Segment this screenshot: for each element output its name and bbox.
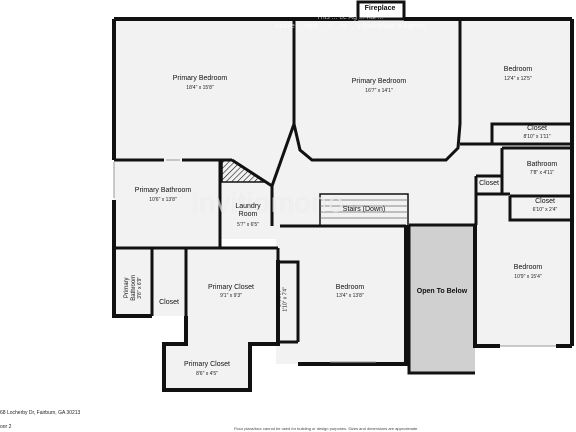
room-primary-closet-lower-name: Primary Closet — [184, 361, 230, 368]
room-primary-bedroom-left-name: Primary Bedroom — [172, 75, 228, 82]
room-primary-bathroom-small-label: Primary Bathroom 3'8" x 6'9" — [124, 258, 144, 318]
room-primary-closet-lower-dims: 8'6" x 4'5" — [196, 371, 218, 377]
room-bedroom-ne-dims: 12'4" x 12'5" — [504, 76, 532, 82]
room-laundry-name-1: Laundry Room — [231, 203, 265, 218]
room-primary-bedroom-right-name: Primary Bedroom — [351, 78, 407, 85]
fireplace-label: Fireplace — [364, 5, 396, 12]
room-bathroom-dims: 7'8" x 4'11" — [529, 170, 555, 176]
room-closet-e-name: Closet — [535, 198, 555, 205]
watermark: invitiomono — [192, 187, 345, 218]
room-primary-closet-main-dims: 9'1" x 9'3" — [220, 293, 242, 299]
room-laundry-name: Laundry Room — [235, 203, 261, 218]
disclaimer: Floor plans/tour cannot be used for buil… — [234, 426, 419, 431]
room-primary-bathroom-small-dims: 3'8" x 6'9" — [137, 276, 144, 299]
room-primary-bedroom-left-dims: 18'4" x 15'8" — [186, 85, 214, 91]
top-watermark-line-1: This ... ce Ag ... nsi ... — [316, 14, 384, 21]
room-closet-small-e-name: Closet — [479, 180, 499, 187]
room-laundry-dims: 5'7" x 6'5" — [237, 222, 259, 228]
room-bedroom-ne-name: Bedroom — [503, 66, 533, 73]
top-watermark-line-2: Above ... oper ... s ... re ... y Broker… — [274, 23, 426, 31]
room-bedroom-center-dims: 13'4" x 13'8" — [336, 293, 364, 299]
room-open-to-below-name: Open To Below — [416, 288, 468, 295]
room-closet-sw-name: Closet — [159, 299, 179, 306]
room-closet-e-dims: 6'10" x 2'4" — [532, 207, 558, 213]
floor-label: oor 2 — [0, 424, 12, 430]
room-primary-bathroom-name: Primary Bathroom — [134, 187, 192, 194]
room-primary-closet-main-name: Primary Closet — [208, 284, 254, 291]
room-closet-ne-name: Closet — [527, 125, 547, 132]
room-primary-bathroom-dims: 10'6" x 13'8" — [149, 197, 177, 203]
room-bedroom-se-name: Bedroom — [513, 264, 543, 271]
room-closet-ne-dims: 8'10" x 1'11" — [523, 134, 551, 140]
room-closet-narrow-label: Closet 1'10" x 7'4" — [277, 274, 290, 324]
room-primary-bedroom-right-dims: 16'7" x 14'1" — [365, 88, 393, 94]
room-closet-narrow-dims: 1'10" x 7'4" — [282, 286, 289, 312]
room-bedroom-center-name: Bedroom — [335, 284, 365, 291]
room-bedroom-se-dims: 10'9" x 15'4" — [514, 274, 542, 280]
stairs-label: Stairs (Down) — [342, 206, 386, 213]
room-bathroom-name: Bathroom — [526, 161, 558, 168]
room-primary-bathroom-small-line1: Primary — [124, 277, 131, 299]
property-address: 68 Locherby Dr, Fairburn, GA 30213 — [0, 410, 81, 416]
top-watermark: This ... ce Ag ... nsi ... Above ... ope… — [160, 13, 540, 31]
